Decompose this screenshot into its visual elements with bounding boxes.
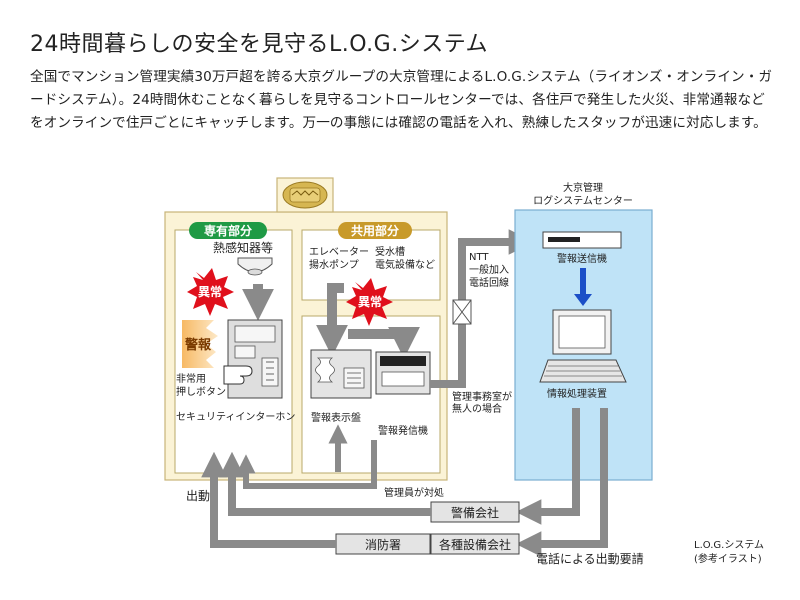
burst-icon: 異常 [187,268,234,316]
keyboard-icon [539,359,627,383]
line-coupler-icon [452,299,472,325]
processor-label: 情報処理装置 [547,387,607,400]
private-tab-label: 専有部分 [204,223,252,238]
intercom-label: セキュリティインターホン [176,411,295,423]
private-tab [189,222,267,239]
common-item2-line2: 電気設備など [375,258,435,271]
common-tab-label: 共用部分 [351,223,399,238]
manager-response-label: 管理員が対処 [384,486,444,499]
center-to-facility-arrow [515,408,608,557]
abnormal-to-transmitter-arrow [348,326,421,359]
sender-device-icon [542,231,622,249]
ntt-line2: 一般加入 [469,263,509,276]
common-item1-line2: 揚水ポンプ [309,258,359,271]
panel-label: 警報表示盤 [311,411,361,424]
center-title-line1: 大京管理 [563,181,603,194]
ntt-line3: 電話回線 [469,276,509,289]
center-title-line2: ログシステムセンター [533,194,633,207]
hand-icon [223,365,253,385]
detector-label: 熱感知器等 [213,240,273,255]
common-item1-line1: エレベーター [309,246,369,258]
sender-arrowhead [574,294,592,306]
svg-text:異常: 異常 [198,284,222,299]
button-label-2: 押しボタン [176,385,226,398]
facility-companies-label: 各種設備会社 [439,537,511,552]
ntt-line1: NTT [469,252,489,263]
common-tab [338,222,412,239]
fire-dispatch-arrow [201,451,336,548]
transmitter-label: 警報発信機 [378,424,428,437]
transmitter-icon [375,351,431,395]
security-company-label: 警備会社 [451,505,499,520]
button-label-1: 非常用 [176,372,206,385]
common-to-panel-arrow [315,283,349,357]
fire-station-label: 消防署 [365,537,401,552]
alarm-panel-icon [310,349,372,399]
caption-line1: L.O.G.システム [694,539,764,551]
sender-label: 警報送信機 [557,252,607,265]
intercom-icon [227,319,283,399]
security-dispatch-arrow [219,451,431,516]
caption-line2: (参考イラスト) [694,552,762,565]
page-title: 24時間暮らしの安全を見守るL.O.G.システム [30,32,489,57]
svg-text:警報: 警報 [185,337,212,353]
center-to-security-arrow [515,408,580,525]
intro-paragraph: 全国でマンション管理実績30万戸超を誇る大京グループの大京管理によるL.O.G.… [30,69,773,131]
alarm-burst-icon: 警報 [182,320,218,368]
common-item2-line1: 受水槽 [375,245,405,258]
computer-icon [552,309,612,355]
smoke-detector-icon [237,257,273,276]
manager-response-arrow [236,440,377,489]
unmanned-line1: 管理事務室が [452,390,512,403]
facility-companies-box [430,533,520,555]
unmanned-line2: 無人の場合 [452,402,502,415]
burst-icon-common: 異常 [346,278,393,326]
phone-request-label: 電話による出動要請 [536,551,644,566]
dispatch-label: 出動 [186,489,210,503]
crest-icon [282,181,328,209]
svg-text:異常: 異常 [358,294,382,309]
